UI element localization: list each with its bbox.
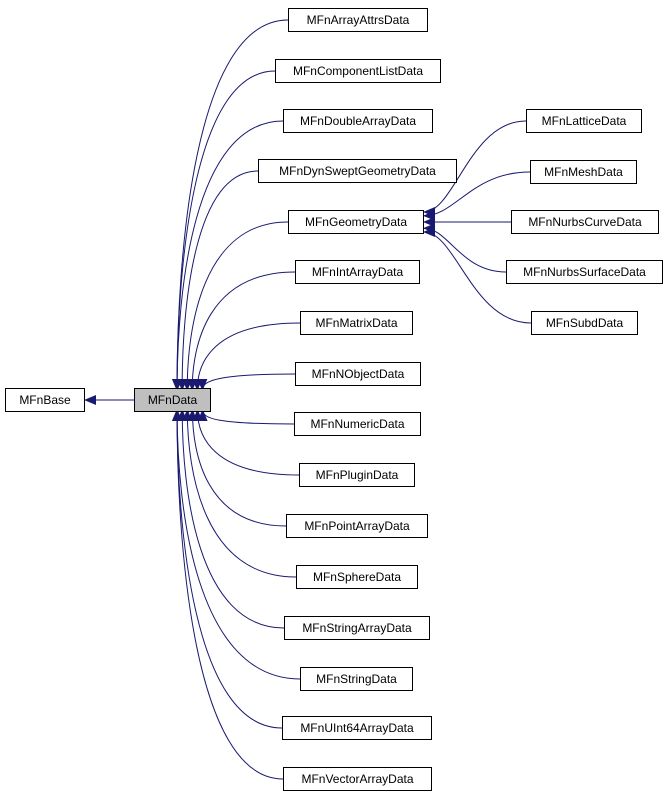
class-label-derived: MFnDynSweptGeometryData [279,164,436,178]
class-label-derived: MFnPointArrayData [304,519,410,533]
class-label-geometry-subclass: MFnSubdData [545,316,624,330]
class-node-geometry-subclass[interactable]: MFnLatticeData [526,109,642,133]
class-node-derived[interactable]: MFnDoubleArrayData [283,109,433,133]
class-label-derived: MFnArrayAttrsData [306,13,410,27]
class-node-derived[interactable]: MFnIntArrayData [295,260,420,284]
class-label-derived: MFnVectorArrayData [301,772,414,786]
class-label-derived: MFnStringArrayData [302,621,412,635]
edge-geometry-subclass-to-mfngeometrydata [423,223,507,273]
class-node-derived[interactable]: MFnPluginData [299,463,415,487]
class-label-derived: MFnPluginData [315,468,399,482]
class-label-mfndata: MFnData [147,393,198,407]
edge-derived-to-mfndata [187,271,296,391]
class-node-derived[interactable]: MFnStringData [300,667,413,691]
class-label-mfnbase: MFnBase [19,393,71,407]
class-node-derived[interactable]: MFnDynSweptGeometryData [258,159,457,183]
class-node-derived[interactable]: MFnNumericData [294,412,421,436]
edge-derived-to-mfndata [172,409,284,780]
class-node-mfnbase[interactable]: MFnBase [5,388,85,412]
class-label-derived: MFnGeometryData [304,215,408,229]
class-node-derived[interactable]: MFnMatrixData [300,311,413,335]
class-label-geometry-subclass: MFnNurbsCurveData [528,215,642,229]
class-label-derived: MFnIntArrayData [311,265,404,279]
class-node-derived[interactable]: MFnPointArrayData [286,514,428,538]
class-node-derived[interactable]: MFnUInt64ArrayData [282,716,432,740]
class-label-derived: MFnSphereData [312,570,402,584]
class-label-derived: MFnMatrixData [315,316,398,330]
class-label-geometry-subclass: MFnMeshData [544,165,623,179]
class-label-derived: MFnStringData [316,672,397,686]
class-node-derived[interactable]: MFnStringArrayData [284,616,430,640]
edge-derived-to-mfndata [172,409,301,680]
edge-derived-to-mfndata [172,409,283,729]
class-label-derived: MFnDoubleArrayData [299,114,417,128]
class-label-geometry-subclass: MFnNurbsSurfaceData [523,265,646,279]
edge-geometry-subclass-to-mfngeometrydata [423,120,527,217]
class-node-derived[interactable]: MFnVectorArrayData [283,767,432,791]
class-node-derived[interactable]: MFnComponentListData [275,59,441,83]
edge-derived-to-mfndata [192,409,300,476]
edge-derived-to-mfndata [172,120,284,391]
class-node-geometry-subclass[interactable]: MFnNurbsSurfaceData [506,260,663,284]
class-label-derived: MFnNumericData [310,417,405,431]
class-label-geometry-subclass: MFnLatticeData [541,114,627,128]
class-node-geometry-subclass[interactable]: MFnSubdData [531,311,638,335]
class-node-geometry-subclass[interactable]: MFnMeshData [530,160,637,184]
class-label-derived: MFnUInt64ArrayData [300,721,414,735]
edge-derived-to-mfndata [182,409,297,578]
edge-derived-to-mfndata [177,170,259,391]
edge-derived-to-mfndata [197,409,295,425]
class-label-derived: MFnNObjectData [311,367,405,381]
edge-derived-to-mfndata [182,221,289,391]
class-node-derived[interactable]: MFnSphereData [296,565,418,589]
edge-derived-to-mfndata [187,409,287,527]
class-label-derived: MFnComponentListData [292,64,424,78]
class-node-derived[interactable]: MFnGeometryData [288,210,424,234]
class-node-derived[interactable]: MFnNObjectData [295,362,421,386]
edge-derived-to-mfndata [172,19,289,391]
class-node-geometry-subclass[interactable]: MFnNurbsCurveData [511,210,659,234]
class-node-derived[interactable]: MFnArrayAttrsData [288,8,428,32]
edge-derived-to-mfndata [177,409,285,629]
edge-geometry-subclass-to-mfngeometrydata [423,227,532,324]
class-node-mfndata: MFnData [134,388,211,412]
edge-geometry-subclass-to-mfngeometrydata [423,171,531,221]
edge-derived-to-mfndata [172,70,276,391]
edge-derived-to-mfndata [197,373,296,391]
